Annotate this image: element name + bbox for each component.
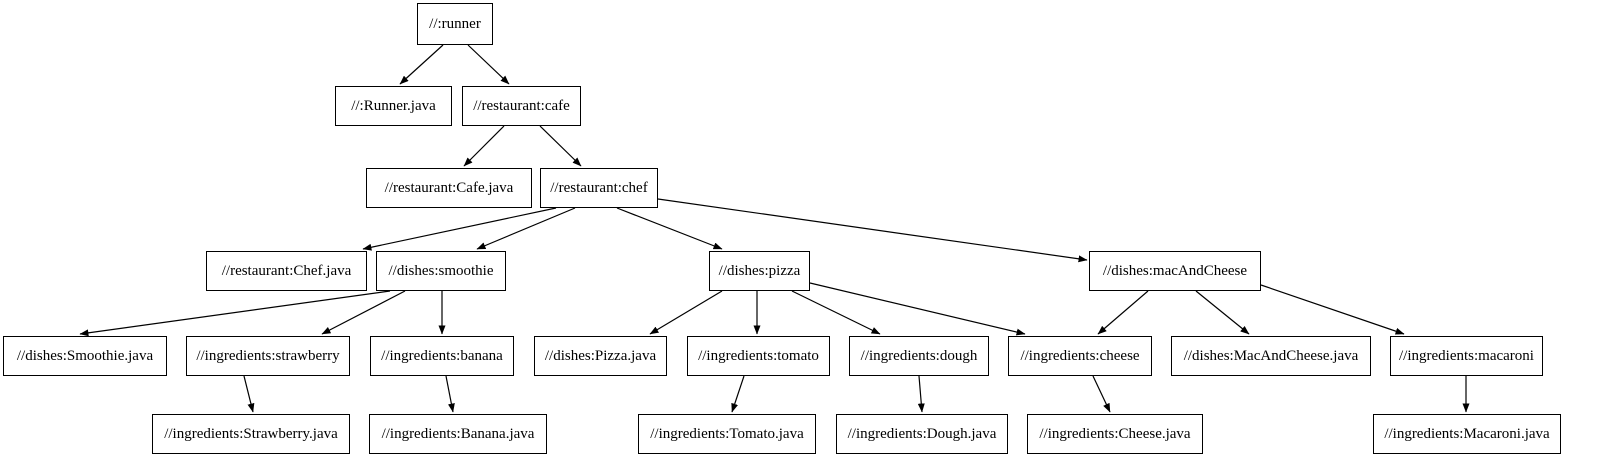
graph-node-label: //ingredients:banana [381,347,503,364]
graph-node-label: //ingredients:strawberry [196,347,340,364]
graph-node-label: //restaurant:Cafe.java [384,179,514,196]
graph-node-label: //ingredients:Banana.java [381,425,535,442]
graph-node-ing_banana[interactable]: //ingredients:banana [370,336,514,376]
graph-node-tomato_java[interactable]: //ingredients:Tomato.java [638,414,816,454]
graph-node-dishes_smoothie[interactable]: //dishes:smoothie [376,251,506,291]
graph-node-pizza_java[interactable]: //dishes:Pizza.java [534,336,667,376]
graph-node-ing_cheese[interactable]: //ingredients:cheese [1008,336,1152,376]
graph-node-cafe_java[interactable]: //restaurant:Cafe.java [366,168,532,208]
graph-node-mac_java[interactable]: //dishes:MacAndCheese.java [1171,336,1371,376]
graph-node-ing_dough[interactable]: //ingredients:dough [849,336,989,376]
graph-node-label: //restaurant:Chef.java [221,262,352,279]
graph-node-dishes_pizza[interactable]: //dishes:pizza [709,251,810,291]
graph-node-label: //ingredients:dough [860,347,978,364]
graph-node-restaurant_cafe[interactable]: //restaurant:cafe [462,86,581,126]
graph-node-cheese_java[interactable]: //ingredients:Cheese.java [1027,414,1203,454]
graph-node-restaurant_chef[interactable]: //restaurant:chef [540,168,658,208]
graph-node-banana_java[interactable]: //ingredients:Banana.java [369,414,547,454]
graph-node-label: //dishes:Pizza.java [544,347,657,364]
graph-node-label: //ingredients:Cheese.java [1039,425,1191,442]
graph-node-label: //ingredients:cheese [1020,347,1140,364]
graph-node-label: //ingredients:Tomato.java [650,425,804,442]
graph-node-dough_java[interactable]: //ingredients:Dough.java [836,414,1008,454]
graph-node-label: //restaurant:chef [550,179,648,196]
graph-node-dishes_mac[interactable]: //dishes:macAndCheese [1089,251,1261,291]
graph-node-label: //ingredients:tomato [698,347,819,364]
graph-node-label: //:runner [429,15,481,32]
graph-node-label: //dishes:pizza [718,262,801,279]
graph-node-label: //restaurant:cafe [473,97,570,114]
graph-node-label: //ingredients:Macaroni.java [1384,425,1550,442]
graph-node-label: //dishes:MacAndCheese.java [1183,347,1359,364]
graph-node-label: //dishes:smoothie [388,262,494,279]
graph-node-label: //dishes:macAndCheese [1102,262,1248,279]
graph-node-label: //ingredients:Dough.java [847,425,997,442]
graph-node-label: //:Runner.java [351,97,436,114]
graph-node-runner[interactable]: //:runner [417,3,493,45]
graph-node-strawberry_java[interactable]: //ingredients:Strawberry.java [152,414,350,454]
graph-node-ing_macaroni[interactable]: //ingredients:macaroni [1390,336,1543,376]
graph-node-runner_java[interactable]: //:Runner.java [335,86,452,126]
graph-node-macaroni_java[interactable]: //ingredients:Macaroni.java [1373,414,1561,454]
graph-node-label: //dishes:Smoothie.java [16,347,154,364]
graph-node-ing_tomato[interactable]: //ingredients:tomato [687,336,830,376]
graph-node-label: //ingredients:Strawberry.java [164,425,338,442]
graph-node-label: //ingredients:macaroni [1399,347,1534,364]
graph-node-smoothie_java[interactable]: //dishes:Smoothie.java [3,336,167,376]
graph-node-chef_java[interactable]: //restaurant:Chef.java [206,251,367,291]
graph-node-ing_strawberry[interactable]: //ingredients:strawberry [186,336,350,376]
